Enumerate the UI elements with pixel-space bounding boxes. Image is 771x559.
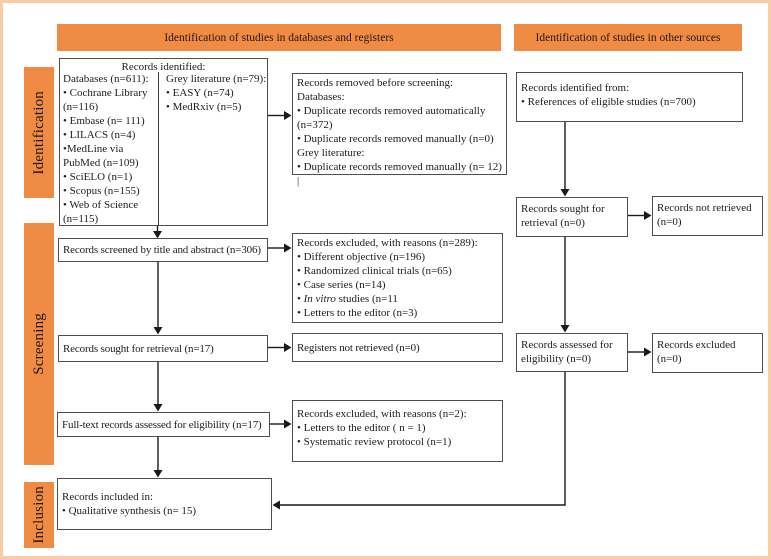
fulltext-assessed-label: Full-text records assessed for eligibili… [62,418,262,431]
box-records-screened: Records screened by title and abstract (… [58,238,268,262]
list-item: • Duplicate records removed manually (n=… [297,133,494,145]
list-item: • Systematic review protocol (n=1) [297,436,452,448]
arrow-fulltext-to-excluded2 [270,419,292,429]
list-item: •MedLine via PubMed (n=109) [63,143,139,169]
header-other-sources: Identification of studies in other sourc… [514,24,742,51]
box-records-identified: Records identified: Databases (n=611): •… [59,58,268,226]
records-identified-title: Records identified: [121,61,206,73]
sidebar-identification-label: Identification [30,90,47,175]
list-item: • LILACS (n=4) [63,129,136,141]
sidebar-screening-label: Screening [30,313,47,375]
records-removed-title: Records removed before screening: [297,77,454,89]
arrow-other-assessed-to-included [272,372,566,510]
other-records-excluded-label: Records excluded (n=0) [657,339,736,365]
arrow-fulltext-to-included [153,437,163,478]
list-item: • Scopus (n=155) [63,185,140,197]
excluded-289-title: Records excluded, with reasons (n=289): [297,237,478,249]
box-fulltext-assessed: Full-text records assessed for eligibili… [57,412,270,437]
box-registers-not-retrieved: Registers not retrieved (n=0) [292,333,503,362]
arrow-sought-to-fulltext [153,362,163,412]
grey-literature-heading: Grey literature (n=79): [166,73,267,85]
records-identified-divider [158,72,159,225]
list-item-in-vitro: • In vitro studies (n=11 [297,292,498,306]
list-item: Grey literature: [297,147,365,159]
list-item: • Different objective (n=196) [297,251,426,263]
arrow-sought-to-not-retrieved [268,343,292,352]
registers-not-retrieved-label: Registers not retrieved (n=0) [297,341,420,354]
box-other-identified-from: Records identified from: • References of… [516,72,743,122]
box-other-records-sought: Records sought for retrieval (n=0) [516,197,628,237]
arrow-other-identified-to-sought [560,122,570,197]
records-included-title: Records included in: [62,491,154,503]
bullet: • [297,293,304,305]
header-databases-registers: Identification of studies in databases a… [57,24,501,51]
sidebar-inclusion-label: Inclusion [30,486,47,544]
box-excluded-289: Records excluded, with reasons (n=289): … [292,233,503,323]
in-vitro-italic: In vitro [303,293,336,305]
other-records-sought-label: Records sought for retrieval (n=0) [521,203,605,229]
list-item: • Embase (n= 111) [63,115,145,127]
list-item: • SciELO (n=1) [63,171,133,183]
list-item: Databases: [297,91,345,103]
in-vitro-rest: studies (n=11 [335,293,398,305]
arrow-screened-to-excluded [268,243,292,253]
records-screened-label: Records screened by title and abstract (… [63,244,261,256]
other-identified-title: Records identified from: [521,82,630,94]
list-item: • Letters to the editor (n=3) [297,307,418,319]
excluded-2-title: Records excluded, with reasons (n=2): [297,408,467,420]
list-item: • Case series (n=14) [297,279,386,291]
other-records-assessed-label: Records assessed for eligibility (n=0) [521,339,613,365]
list-item: • Web of Science (n=115) [63,199,139,225]
box-records-included: Records included in: • Qualitative synth… [57,478,272,530]
box-excluded-2: Records excluded, with reasons (n=2): • … [292,400,503,462]
list-item: • Randomized clinical trials (n=65) [297,265,452,277]
records-identified-grey-column: Grey literature (n=79): • EASY (n=74) • … [166,72,266,114]
box-records-removed: Records removed before screening: Databa… [292,73,507,187]
list-item: • Letters to the editor ( n = 1) [297,422,426,434]
list-item: • Duplicate records removed manually (n=… [297,161,502,187]
box-other-records-excluded: Records excluded (n=0) [652,333,763,373]
box-records-sought: Records sought for retrieval (n=17) [58,335,268,362]
list-item: • MedRxiv (n=5) [166,101,242,113]
records-identified-databases-column: Databases (n=611): • Cochrane Library (n… [63,72,157,226]
list-item: • Qualitative synthesis (n= 15) [62,505,197,517]
databases-heading: Databases (n=611): [63,73,149,85]
arrow-identified-to-screened [153,226,162,239]
arrow-other-sought-to-not-retrieved [628,211,652,220]
list-item: • References of eligible studies (n=700) [521,96,696,108]
arrow-identified-to-removed [268,111,292,120]
header-databases-registers-label: Identification of studies in databases a… [164,31,394,44]
arrow-other-assessed-to-excluded [628,347,652,357]
sidebar-inclusion: Inclusion [24,482,54,548]
arrow-screened-to-sought [153,262,163,335]
box-other-not-retrieved: Records not retrieved (n=0) [652,196,763,236]
arrow-other-sought-to-assessed [560,237,570,333]
box-other-records-assessed: Records assessed for eligibility (n=0) [516,333,628,372]
sidebar-identification: Identification [24,67,54,198]
records-sought-label: Records sought for retrieval (n=17) [63,342,214,355]
list-item: • EASY (n=74) [166,87,234,99]
sidebar-screening: Screening [24,223,54,465]
list-item: • Cochrane Library (n=116) [63,87,148,113]
other-not-retrieved-label: Records not retrieved (n=0) [657,202,752,228]
header-other-sources-label: Identification of studies in other sourc… [535,31,721,44]
list-item: • Duplicate records removed automaticall… [297,105,486,131]
